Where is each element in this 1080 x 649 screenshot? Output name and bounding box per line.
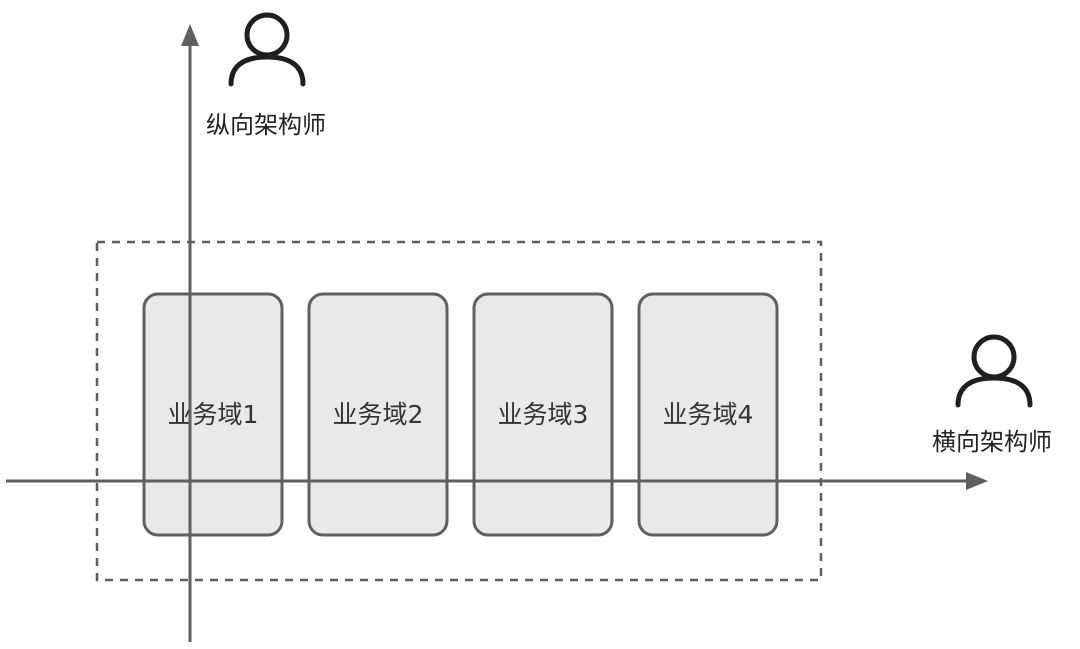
horizontal-architect-person-icon bbox=[955, 334, 1033, 408]
domain-box: 业务域2 bbox=[307, 292, 449, 537]
vertical-axis-arrow-icon bbox=[181, 24, 199, 46]
vertical-architect-label: 纵向架构师 bbox=[206, 111, 326, 139]
business-domain-group-boundary bbox=[95, 240, 823, 582]
domain-box: 业务域3 bbox=[472, 292, 614, 537]
domain-box: 业务域4 bbox=[637, 292, 779, 537]
domain-label-2: 业务域2 bbox=[333, 400, 424, 429]
domain-box-3 bbox=[472, 292, 614, 537]
horizontal-architect-label: 横向架构师 bbox=[932, 428, 1052, 456]
vertical-architect-person-icon bbox=[228, 12, 306, 87]
domain-label-3: 业务域3 bbox=[498, 400, 589, 429]
domain-box: 业务域1 bbox=[142, 292, 284, 537]
domain-box-4 bbox=[637, 292, 779, 537]
domain-box-2 bbox=[307, 292, 449, 537]
horizontal-axis-arrow-icon bbox=[966, 472, 988, 490]
domain-label-4: 业务域4 bbox=[663, 400, 754, 429]
domain-box-1 bbox=[142, 292, 284, 537]
domain-label-1: 业务域1 bbox=[168, 400, 259, 429]
